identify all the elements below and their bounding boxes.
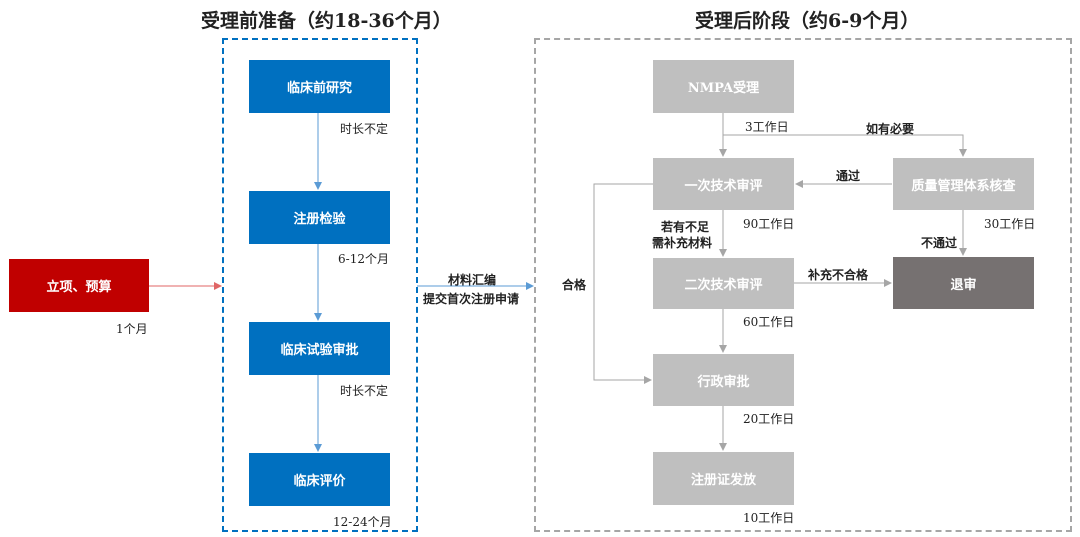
step-clinical-evaluation: 临床评价 <box>249 453 390 506</box>
step-clinical-trial-approval: 临床试验审批 <box>249 322 390 375</box>
submission-label-2: 提交首次注册申请 <box>423 292 520 306</box>
arrow-qualified-loop <box>593 183 653 384</box>
admin-approval-box: 行政审批 <box>653 354 794 406</box>
step-preclinical: 临床前研究 <box>249 60 390 113</box>
duration-clinical-evaluation: 12-24个月 <box>333 515 392 529</box>
duration-admin-approval: 20工作日 <box>743 412 795 426</box>
duration-clinical-trial-approval: 时长不定 <box>340 384 389 398</box>
label-if-needed: 如有必要 <box>866 122 915 136</box>
post-stage-container <box>534 38 1072 532</box>
arrow-if-needed <box>723 134 967 157</box>
label-pass: 通过 <box>836 169 861 183</box>
duration-first-review: 90工作日 <box>743 217 795 231</box>
first-review-box: 一次技术审评 <box>653 158 794 210</box>
start-duration: 1个月 <box>116 322 148 336</box>
submission-label-1: 材料汇编 <box>448 273 497 287</box>
certificate-issuance-box: 注册证发放 <box>653 452 794 505</box>
label-insufficient-2: 需补充材料 <box>652 236 713 250</box>
start-box: 立项、预算 <box>9 259 149 312</box>
label-supplement-fail: 补充不合格 <box>808 268 869 282</box>
duration-second-review: 60工作日 <box>743 315 795 329</box>
post-stage-title: 受理后阶段（约6-9个月） <box>695 10 920 32</box>
label-insufficient-1: 若有不足 <box>661 220 710 234</box>
nmpa-acceptance-box: NMPA受理 <box>653 60 794 113</box>
duration-registration-test: 6-12个月 <box>338 252 389 266</box>
step-registration-test: 注册检验 <box>249 191 390 244</box>
duration-preclinical: 时长不定 <box>340 122 389 136</box>
pre-stage-container <box>222 38 418 532</box>
second-review-box: 二次技术审评 <box>653 258 794 309</box>
rejection-box: 退审 <box>893 257 1034 309</box>
duration-nmpa: 3工作日 <box>745 120 789 134</box>
label-qualified: 合格 <box>562 278 587 292</box>
quality-inspection-box: 质量管理体系核查 <box>893 158 1034 210</box>
pre-stage-title: 受理前准备（约18-36个月） <box>201 10 452 32</box>
label-fail: 不通过 <box>921 236 958 250</box>
duration-quality-inspection: 30工作日 <box>984 217 1036 231</box>
duration-certificate-issuance: 10工作日 <box>743 511 795 525</box>
